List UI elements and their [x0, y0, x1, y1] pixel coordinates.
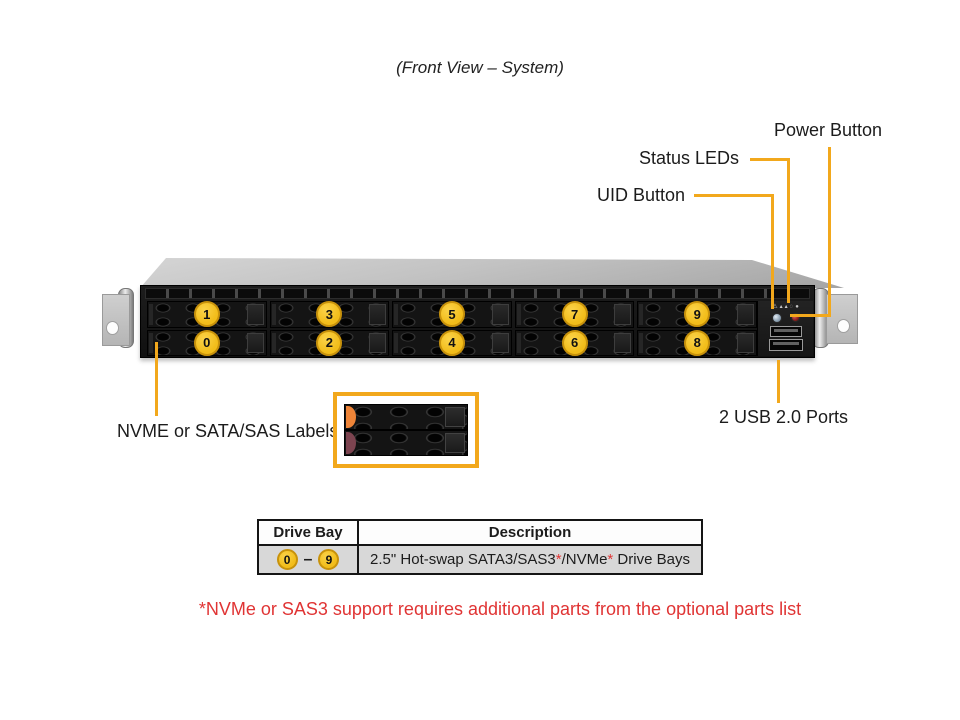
drive-tray: 0	[147, 329, 267, 356]
bay-range: 0 – 9	[276, 549, 340, 570]
drive-tray: 7	[514, 301, 635, 328]
drive-tray-inset	[333, 392, 479, 468]
drive-tray: 2	[269, 329, 390, 356]
drive-bay-table: Drive Bay Description 0 – 9 2.5" Hot-swa…	[257, 519, 703, 575]
uid-callout-line-h	[694, 194, 774, 197]
drive-labels-callout-line-v	[155, 342, 158, 416]
right-rack-ear	[826, 294, 858, 344]
bay-number-badge: 2	[316, 329, 343, 356]
status-leds-label: Status LEDs	[639, 148, 740, 168]
status-callout-line-v	[787, 158, 790, 303]
drive-tray: 4	[392, 329, 512, 356]
overheat-led-icon: ⚠	[772, 304, 778, 310]
bay-number-badge: 4	[438, 329, 465, 356]
power-button-label: Power Button	[774, 120, 883, 140]
bay-end-badge: 9	[318, 549, 340, 570]
power-led-icon: ●	[795, 304, 799, 310]
bay-number-badge: 3	[316, 301, 343, 328]
bay-number-badge: 5	[438, 301, 465, 328]
drive-tray: 6	[514, 329, 635, 356]
power-callout-line-v	[828, 147, 831, 317]
nic2-activity-led-icon: ▴	[779, 304, 783, 310]
usb-ports-label: 2 USB 2.0 Ports	[719, 407, 849, 427]
chassis-top-cover	[140, 258, 844, 288]
status-callout-line-h	[750, 158, 790, 161]
drive-labels-label: NVME or SATA/SAS Labels	[117, 421, 339, 441]
bay-number-badge: 1	[193, 301, 220, 328]
footnote: *NVMe or SAS3 support requires additiona…	[198, 599, 802, 619]
drive-bay-header: Drive Bay	[257, 519, 359, 546]
description-header: Description	[357, 519, 703, 546]
inset-trays	[337, 404, 475, 456]
drive-tray-maroon-label	[344, 430, 468, 456]
drive-tray: 9	[637, 301, 757, 328]
power-button	[790, 313, 800, 322]
uid-button-label: UID Button	[597, 185, 686, 205]
bay-number-badge: 9	[684, 301, 711, 328]
drive-tray: 3	[269, 301, 390, 328]
usb-port-1	[769, 326, 802, 337]
drive-tray: 5	[392, 301, 512, 328]
uid-callout-line-v	[771, 194, 774, 309]
left-ear-hole	[106, 321, 119, 335]
bay-number-badge: 8	[684, 329, 711, 356]
hdd-activity-led-icon: ◌	[789, 304, 794, 310]
bay-number-badge: 6	[561, 329, 588, 356]
usb-callout-line-v	[777, 360, 780, 403]
bay-start-badge: 0	[276, 549, 298, 570]
bay-number-badge: 7	[561, 301, 588, 328]
bay-number-badge: 0	[193, 329, 220, 356]
range-dash: –	[303, 550, 313, 568]
left-rack-ear	[102, 294, 130, 346]
figure-title: (Front View – System)	[396, 58, 564, 77]
drive-bay-description: 2.5" Hot-swap SATA3/SAS3*/NVMe* Drive Ba…	[357, 544, 703, 575]
power-callout-line-h	[790, 314, 831, 317]
table-row: 0 – 9 2.5" Hot-swap SATA3/SAS3*/NVMe* Dr…	[257, 544, 703, 575]
right-ear-hole	[837, 319, 850, 333]
usb-port-2	[768, 339, 803, 351]
uid-button	[771, 312, 782, 323]
status-leds: ⚠▴▴◌●	[758, 303, 813, 311]
control-panel: ⚠▴▴◌●	[757, 301, 813, 356]
top-vent-strip	[145, 288, 810, 299]
nic1-activity-led-icon: ▴	[784, 304, 788, 310]
drive-tray: 1	[147, 301, 267, 328]
drive-type-label	[346, 406, 356, 428]
drive-tray: 8	[637, 329, 757, 356]
drive-tray-orange-label	[344, 404, 468, 430]
drive-type-label	[346, 432, 356, 454]
